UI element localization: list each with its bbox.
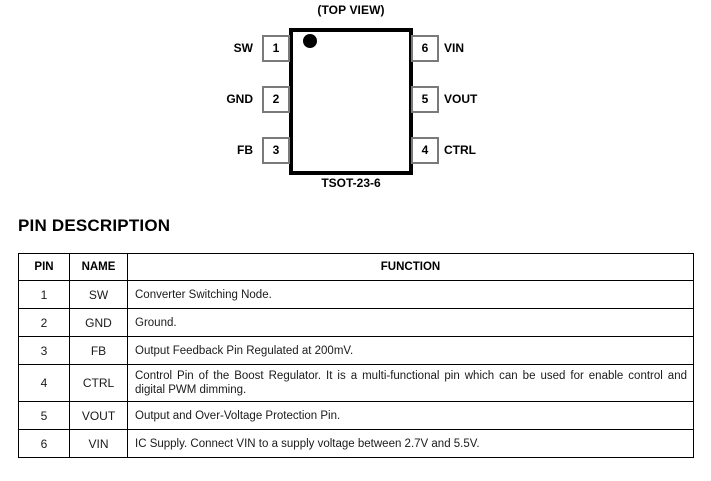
cell-function: Output and Over-Voltage Protection Pin. [127,401,694,430]
page-title: PIN DESCRIPTION [18,216,171,235]
top-view-label: (TOP VIEW) [317,3,385,17]
cell-pin: 5 [18,401,70,430]
pin-box-5: 5 [411,86,439,113]
cell-function: Output Feedback Pin Regulated at 200mV. [127,336,694,365]
cell-name: VIN [69,429,128,458]
package-name-label: TSOT-23-6 [321,176,381,190]
cell-function: IC Supply. Connect VIN to a supply volta… [127,429,694,458]
pin-label-vout: VOUT [444,92,478,106]
pin-box-3: 3 [262,137,290,164]
cell-name: VOUT [69,401,128,430]
pin-box-6: 6 [411,35,439,62]
table-row: 6 VIN IC Supply. Connect VIN to a supply… [18,429,694,458]
cell-function: Control Pin of the Boost Regulator. It i… [127,364,694,402]
table-row: 3 FB Output Feedback Pin Regulated at 20… [18,336,694,365]
cell-name: CTRL [69,364,128,402]
pin-label-sw: SW [233,41,253,55]
cell-pin: 6 [18,429,70,458]
cell-name: SW [69,280,128,309]
pin-box-2: 2 [262,86,290,113]
column-header-name: NAME [69,253,128,281]
package-diagram: (TOP VIEW) SW 1 GND 2 FB 3 6 VIN 5 VOUT … [0,0,711,200]
cell-pin: 2 [18,308,70,337]
pin-label-ctrl: CTRL [444,143,476,157]
cell-pin: 3 [18,336,70,365]
table-row: 2 GND Ground. [18,308,694,337]
package-body-outline [289,28,413,175]
table-row: 1 SW Converter Switching Node. [18,280,694,309]
column-header-pin: PIN [18,253,70,281]
cell-pin: 4 [18,364,70,402]
cell-function: Converter Switching Node. [127,280,694,309]
pin-description-table: PIN NAME FUNCTION 1 SW Converter Switchi… [18,253,694,458]
pin-label-gnd: GND [226,92,253,106]
cell-function: Ground. [127,308,694,337]
cell-name: GND [69,308,128,337]
table-row: 5 VOUT Output and Over-Voltage Protectio… [18,401,694,430]
table-row: 4 CTRL Control Pin of the Boost Regulato… [18,364,694,402]
pin-box-4: 4 [411,137,439,164]
cell-name: FB [69,336,128,365]
column-header-function: FUNCTION [127,253,694,281]
pin-label-fb: FB [237,143,253,157]
pin-label-vin: VIN [444,41,465,55]
pin1-marker-dot [303,34,317,48]
pin-box-1: 1 [262,35,290,62]
table-header-row: PIN NAME FUNCTION [18,253,694,281]
cell-pin: 1 [18,280,70,309]
